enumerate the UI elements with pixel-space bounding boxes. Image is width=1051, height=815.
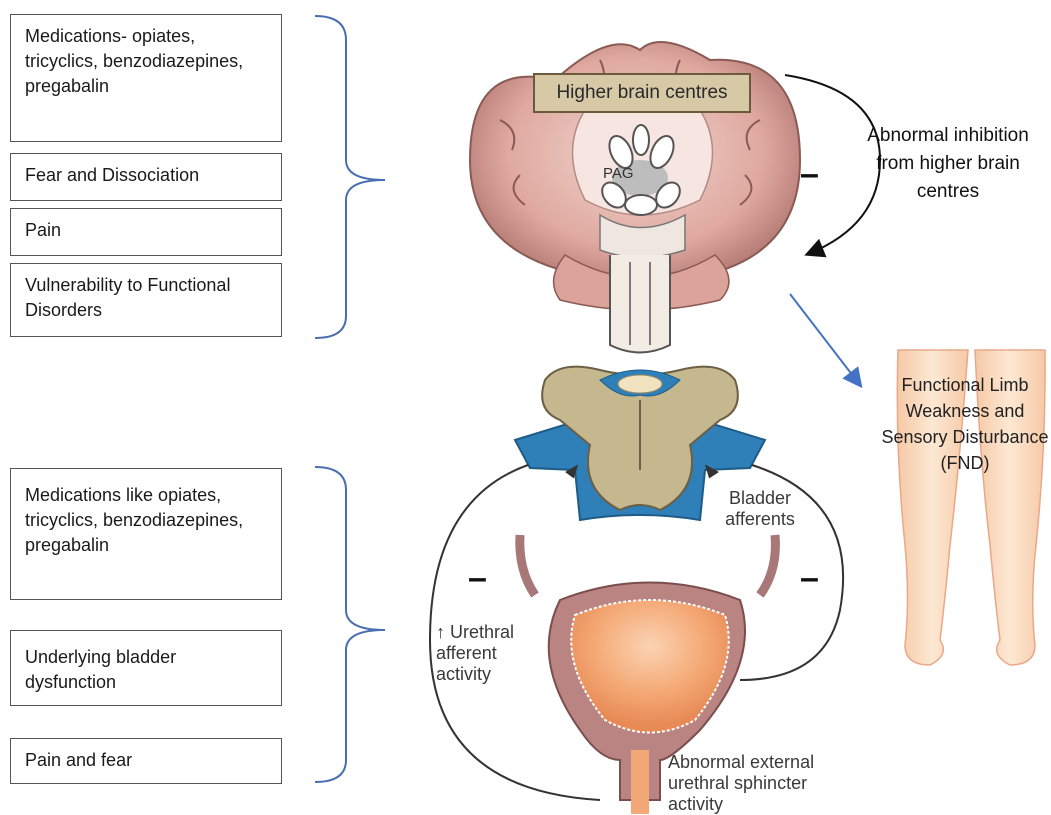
bladder-afferents-label: Bladder afferents xyxy=(710,488,810,530)
factor-box-vulnerability: Vulnerability to Functional Disorders xyxy=(10,263,282,337)
factor-box-bladder-dysfunction: Underlying bladder dysfunction xyxy=(10,630,282,706)
top-brace xyxy=(315,16,385,338)
urethral-afferent-label: ↑ Urethral afferent activity xyxy=(436,622,536,685)
sphincter-activity-label: Abnormal external urethral sphincter act… xyxy=(668,752,853,815)
factor-text: Vulnerability to Functional Disorders xyxy=(25,275,230,320)
factor-text: Pain xyxy=(25,220,61,240)
factor-text: Underlying bladder dysfunction xyxy=(25,647,176,692)
minus-sign-brain: – xyxy=(800,164,819,184)
factor-text: Fear and Dissociation xyxy=(25,165,199,185)
blue-arrow xyxy=(790,294,860,385)
factor-text: Pain and fear xyxy=(25,750,132,770)
bottom-brace xyxy=(315,467,385,782)
factor-box-pain-fear: Pain and fear xyxy=(10,738,282,784)
functional-limb-label: Functional Limb Weakness and Sensory Dis… xyxy=(880,372,1050,476)
higher-brain-centres-label: Higher brain centres xyxy=(533,73,751,113)
factor-box-fear-dissociation: Fear and Dissociation xyxy=(10,153,282,201)
minus-sign-left: – xyxy=(468,568,487,588)
factor-box-medications-like: Medications like opiates, tricyclics, be… xyxy=(10,468,282,600)
factor-box-pain: Pain xyxy=(10,208,282,256)
factor-text: Medications- opiates, tricyclics, benzod… xyxy=(25,26,243,96)
factor-text: Medications like opiates, tricyclics, be… xyxy=(25,485,243,555)
factor-box-medications: Medications- opiates, tricyclics, benzod… xyxy=(10,14,282,142)
abnormal-inhibition-label: Abnormal inhibition from higher brain ce… xyxy=(848,122,1048,206)
pag-label: PAG xyxy=(603,165,634,182)
minus-sign-right: – xyxy=(800,568,819,588)
